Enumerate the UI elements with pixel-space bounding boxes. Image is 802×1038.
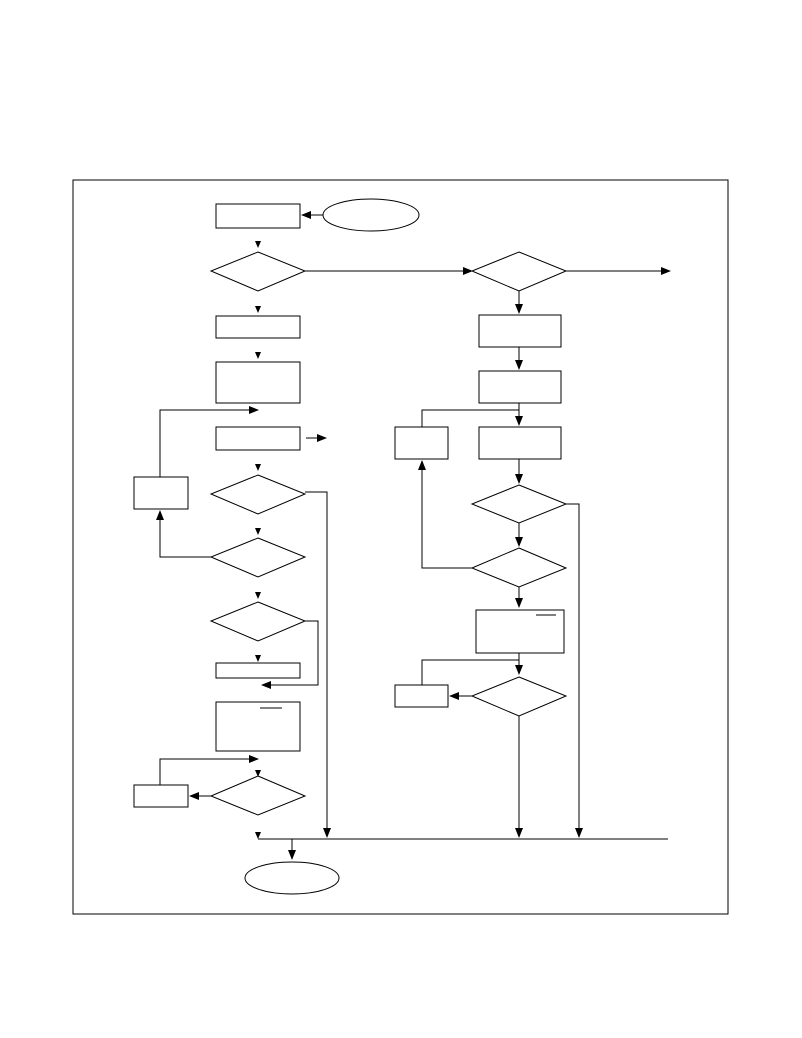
end-terminator (244, 861, 340, 895)
process-box-7 (478, 314, 562, 348)
decision-4 (209, 601, 307, 642)
process-box-10 (475, 609, 565, 654)
diagram-frame (72, 179, 729, 915)
process-box-4 (215, 426, 301, 451)
loop-connector (159, 406, 259, 477)
decision-1 (209, 251, 307, 292)
decision-9 (470, 676, 568, 717)
arrowhead (255, 592, 261, 599)
arrowhead (255, 770, 261, 777)
decision-3 (209, 537, 307, 578)
decision-5 (209, 775, 307, 816)
process-box-5 (215, 662, 301, 679)
arrowhead (255, 528, 261, 535)
process-box-9 (478, 426, 562, 460)
process-box-8 (478, 370, 562, 404)
arrowhead (255, 655, 261, 662)
arrowhead (255, 464, 261, 471)
connector (305, 491, 331, 838)
process-box-1 (215, 203, 301, 229)
side-box-left-1 (133, 476, 189, 510)
loop-connector (159, 755, 259, 785)
decision-7 (470, 484, 568, 524)
loop-connector (156, 510, 211, 558)
process-box-3 (215, 361, 301, 404)
loop-connector (418, 460, 472, 569)
loop-connector (421, 659, 519, 685)
process-box-2 (215, 315, 301, 339)
process-box-6 (215, 701, 301, 752)
arrowhead (255, 832, 261, 839)
decision-2 (209, 474, 307, 515)
decision-6 (470, 251, 568, 292)
arrowhead (255, 352, 261, 359)
side-box-right-2 (394, 684, 449, 708)
start-terminator (322, 198, 420, 232)
side-box-left-2 (133, 784, 189, 808)
arrowhead (255, 306, 261, 313)
side-box-right-1 (394, 426, 449, 460)
arrowhead (255, 241, 261, 248)
connector (261, 620, 319, 689)
decision-8 (470, 547, 568, 588)
connector (566, 503, 583, 838)
loop-connector (421, 409, 519, 427)
